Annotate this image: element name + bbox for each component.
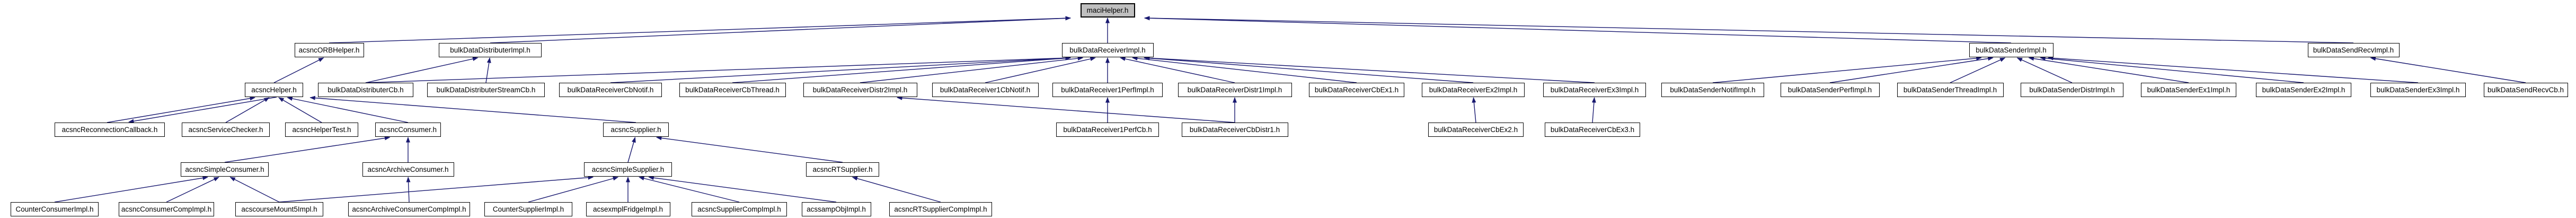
graph-node[interactable]: bulkDataReceiverCbThread.h bbox=[679, 83, 786, 97]
graph-node[interactable]: bulkDataReceiverCbEx1.h bbox=[1309, 83, 1404, 97]
graph-node[interactable]: bulkDataDistributerImpl.h bbox=[439, 43, 542, 57]
graph-node[interactable]: acscourseMount5Impl.h bbox=[235, 202, 323, 216]
graph-node[interactable]: acsncHelperTest.h bbox=[285, 123, 358, 137]
graph-node[interactable]: bulkDataDistributerStreamCb.h bbox=[427, 83, 545, 97]
graph-node[interactable]: bulkDataSenderPerfImpl.h bbox=[1780, 83, 1880, 97]
graph-node[interactable]: acsncORBHelper.h bbox=[294, 43, 364, 57]
graph-node[interactable]: acsncRTSupplier.h bbox=[806, 162, 879, 177]
graph-node[interactable]: acsncConsumer.h bbox=[375, 123, 441, 137]
graph-node[interactable]: CounterSupplierImpl.h bbox=[484, 202, 572, 216]
graph-node[interactable]: bulkDataReceiverCbEx3.h bbox=[1545, 123, 1640, 137]
graph-node[interactable]: acssampObjImpl.h bbox=[801, 202, 871, 216]
graph-node[interactable]: acsexmplFridgeImpl.h bbox=[586, 202, 670, 216]
graph-node[interactable]: bulkDataSenderDistrImpl.h bbox=[2021, 83, 2123, 97]
graph-node[interactable]: bulkDataReceiverDistr1Impl.h bbox=[1178, 83, 1292, 97]
graph-node[interactable]: bulkDataReceiverImpl.h bbox=[1061, 43, 1154, 57]
graph-node[interactable]: CounterConsumerImpl.h bbox=[11, 202, 99, 216]
graph-node[interactable]: bulkDataSenderImpl.h bbox=[1969, 43, 2053, 57]
graph-node[interactable]: acsncArchiveConsumer.h bbox=[362, 162, 454, 177]
graph-node[interactable]: bulkDataReceiverCbNotif.h bbox=[559, 83, 662, 97]
graph-node[interactable]: bulkDataReceiverDistr2Impl.h bbox=[803, 83, 917, 97]
graph-node[interactable]: acsncSimpleConsumer.h bbox=[181, 162, 269, 177]
graph-node[interactable]: bulkDataSendRecvCb.h bbox=[2483, 83, 2568, 97]
graph-node[interactable]: bulkDataDistributerCb.h bbox=[318, 83, 413, 97]
graph-node[interactable]: bulkDataReceiverCbDistr1.h bbox=[1181, 123, 1288, 137]
graph-node[interactable]: bulkDataSenderThreadImpl.h bbox=[1897, 83, 2004, 97]
graph-node[interactable]: bulkDataSenderEx2Impl.h bbox=[2256, 83, 2351, 97]
graph-node[interactable]: bulkDataReceiverEx3Impl.h bbox=[1543, 83, 1646, 97]
graph-node[interactable]: bulkDataSendRecvImpl.h bbox=[2307, 43, 2400, 57]
graph-node[interactable]: bulkDataSenderEx3Impl.h bbox=[2370, 83, 2466, 97]
graph-node[interactable]: acsncSupplierCompImpl.h bbox=[692, 202, 787, 216]
graph-node-main[interactable]: maciHelper.h bbox=[1080, 3, 1135, 18]
graph-node[interactable]: bulkDataSenderEx1Impl.h bbox=[2141, 83, 2236, 97]
graph-node[interactable]: bulkDataReceiverCbEx2.h bbox=[1428, 123, 1524, 137]
graph-node[interactable]: acsncArchiveConsumerCompImpl.h bbox=[348, 202, 470, 216]
graph-node[interactable]: bulkDataReceiver1CbNotif.h bbox=[932, 83, 1039, 97]
graph-node[interactable]: bulkDataReceiver1PerfCb.h bbox=[1056, 123, 1159, 137]
graph-node[interactable]: bulkDataSenderNotifImpl.h bbox=[1661, 83, 1764, 97]
graph-node[interactable]: acsncRTSupplierCompImpl.h bbox=[889, 202, 992, 216]
graph-node[interactable]: acsncHelper.h bbox=[245, 83, 303, 97]
graph-node[interactable]: bulkDataReceiverEx2Impl.h bbox=[1422, 83, 1525, 97]
graph-node[interactable]: acsncConsumerCompImpl.h bbox=[119, 202, 214, 216]
graph-node[interactable]: acsncSupplier.h bbox=[603, 123, 669, 137]
graph-node[interactable]: acsncReconnectionCallback.h bbox=[55, 123, 165, 137]
graph-node[interactable]: bulkDataReceiver1PerfImpl.h bbox=[1052, 83, 1163, 97]
graph-node[interactable]: acsncServiceChecker.h bbox=[182, 123, 270, 137]
graph-node[interactable]: acsncSimpleSupplier.h bbox=[584, 162, 672, 177]
